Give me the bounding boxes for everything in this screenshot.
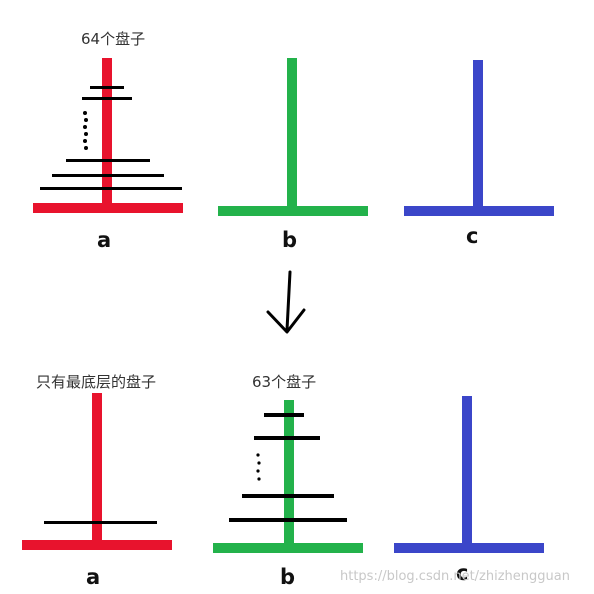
peg-c-top-base bbox=[404, 206, 554, 216]
caption-64-disks: 64个盘子 bbox=[81, 30, 145, 48]
peg-a-bottom bbox=[22, 393, 172, 550]
disk bbox=[40, 187, 182, 190]
peg-c-bottom-pole bbox=[462, 396, 472, 548]
peg-b-top-base bbox=[218, 206, 368, 216]
peg-label-c-top: c bbox=[466, 224, 478, 248]
disk bbox=[44, 521, 157, 524]
disk bbox=[242, 494, 334, 498]
peg-a-top-pole bbox=[102, 58, 112, 208]
peg-b-top bbox=[218, 58, 368, 216]
peg-label-b-top: b bbox=[282, 228, 297, 252]
disk bbox=[254, 436, 320, 440]
ellipsis-dots bbox=[256, 453, 261, 481]
peg-b-top-pole bbox=[287, 58, 297, 210]
watermark-text: https://blog.csdn.net/zhizhengguan bbox=[340, 569, 570, 584]
peg-label-a-top: a bbox=[97, 228, 111, 252]
disk bbox=[52, 174, 164, 177]
peg-a-top bbox=[33, 58, 183, 213]
peg-a-bottom-pole bbox=[92, 393, 102, 545]
down-arrow-icon bbox=[266, 270, 306, 334]
caption-only-bottom-disk: 只有最底层的盘子 bbox=[36, 373, 156, 391]
peg-c-top-pole bbox=[473, 60, 483, 210]
disk bbox=[90, 86, 124, 89]
disk bbox=[82, 97, 132, 100]
peg-c-top bbox=[404, 60, 554, 216]
peg-c-bottom bbox=[394, 396, 544, 553]
peg-b-bottom-pole bbox=[284, 400, 294, 548]
ellipsis-dots bbox=[83, 111, 88, 150]
disk bbox=[264, 413, 304, 417]
disk bbox=[229, 518, 347, 522]
peg-label-b-bottom: b bbox=[280, 565, 295, 589]
disk bbox=[66, 159, 150, 162]
caption-63-disks: 63个盘子 bbox=[252, 373, 316, 391]
peg-label-c-bottom: c bbox=[456, 561, 468, 585]
peg-b-bottom bbox=[213, 400, 363, 553]
peg-label-a-bottom: a bbox=[86, 565, 100, 589]
